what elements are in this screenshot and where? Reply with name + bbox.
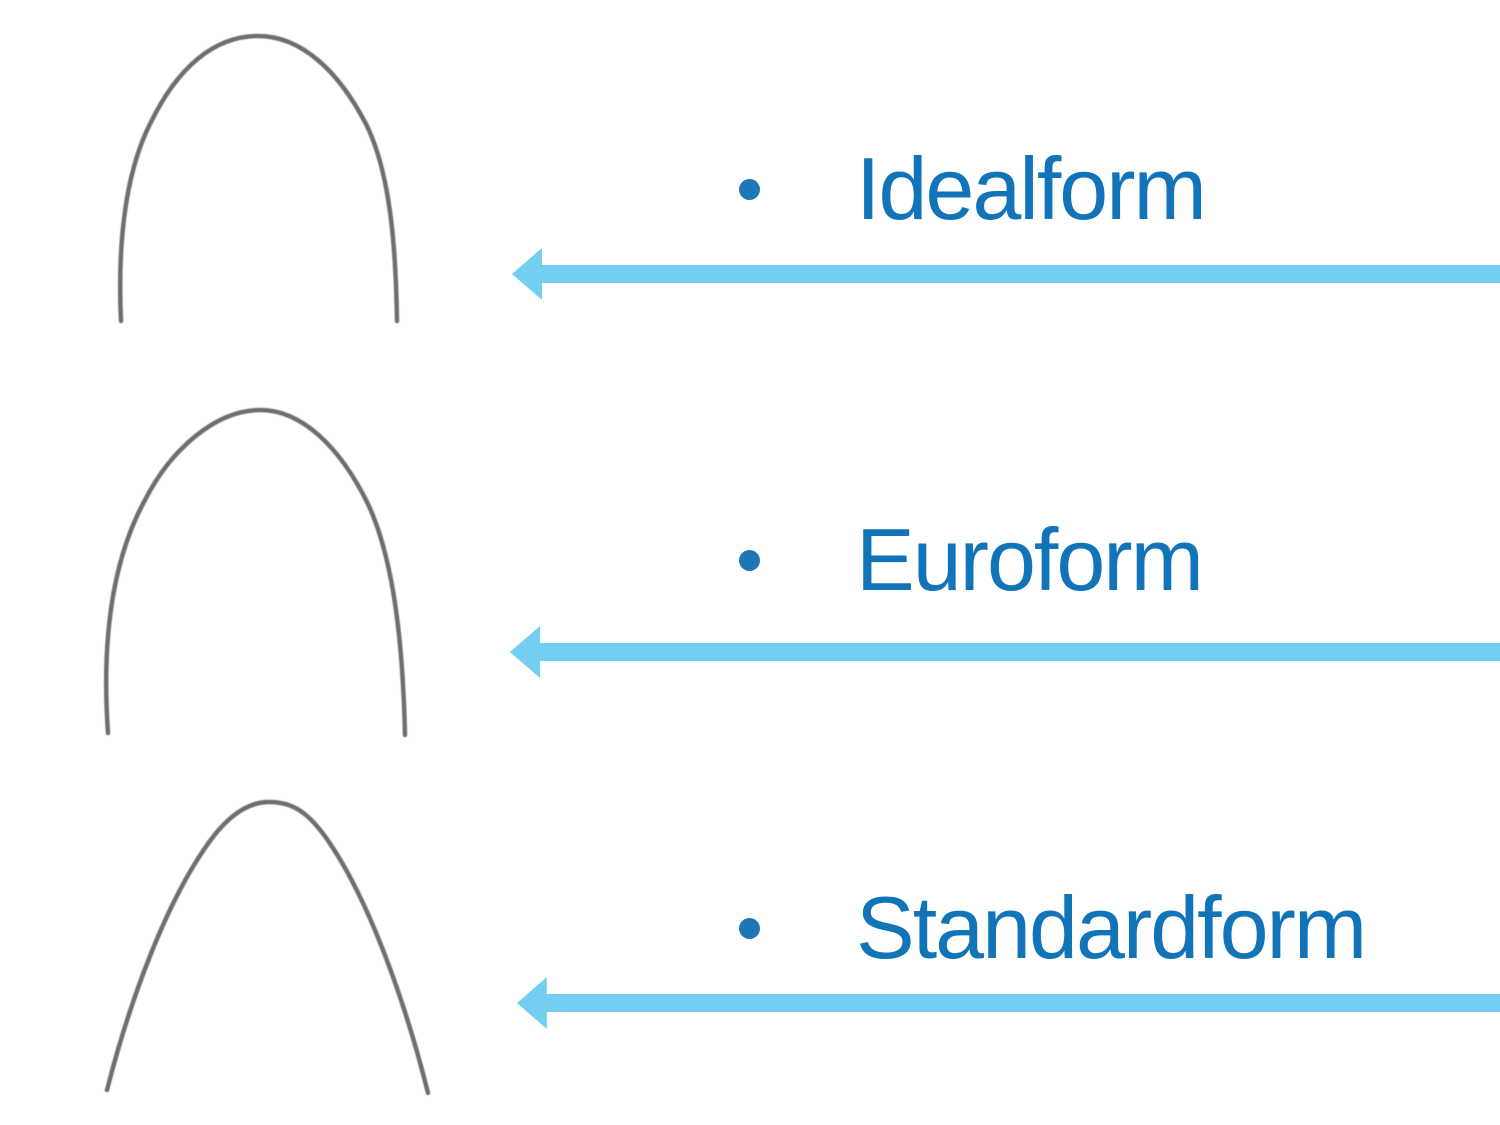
left-arrow-icon — [512, 248, 1500, 300]
list-item-idealform: Idealform — [739, 139, 1207, 238]
standardform-archwire-curve — [104, 799, 431, 1096]
euroform-archwire-curve — [103, 407, 408, 738]
euroform-archwire-image — [103, 407, 408, 738]
bullet-icon — [739, 549, 760, 571]
label-euroform: Euroform — [856, 510, 1204, 609]
label-standardform: Standardform — [856, 878, 1367, 977]
label-idealform: Idealform — [856, 139, 1207, 238]
left-arrow-icon — [517, 977, 1500, 1029]
bullet-icon — [739, 917, 760, 939]
idealform-archwire-image — [117, 33, 400, 324]
idealform-archwire-curve — [117, 33, 400, 324]
list-item-euroform: Euroform — [739, 510, 1204, 609]
standardform-archwire-image — [104, 799, 431, 1096]
left-arrow-icon — [510, 626, 1500, 678]
list-item-standardform: Standardform — [739, 878, 1367, 977]
bullet-icon — [739, 178, 760, 200]
